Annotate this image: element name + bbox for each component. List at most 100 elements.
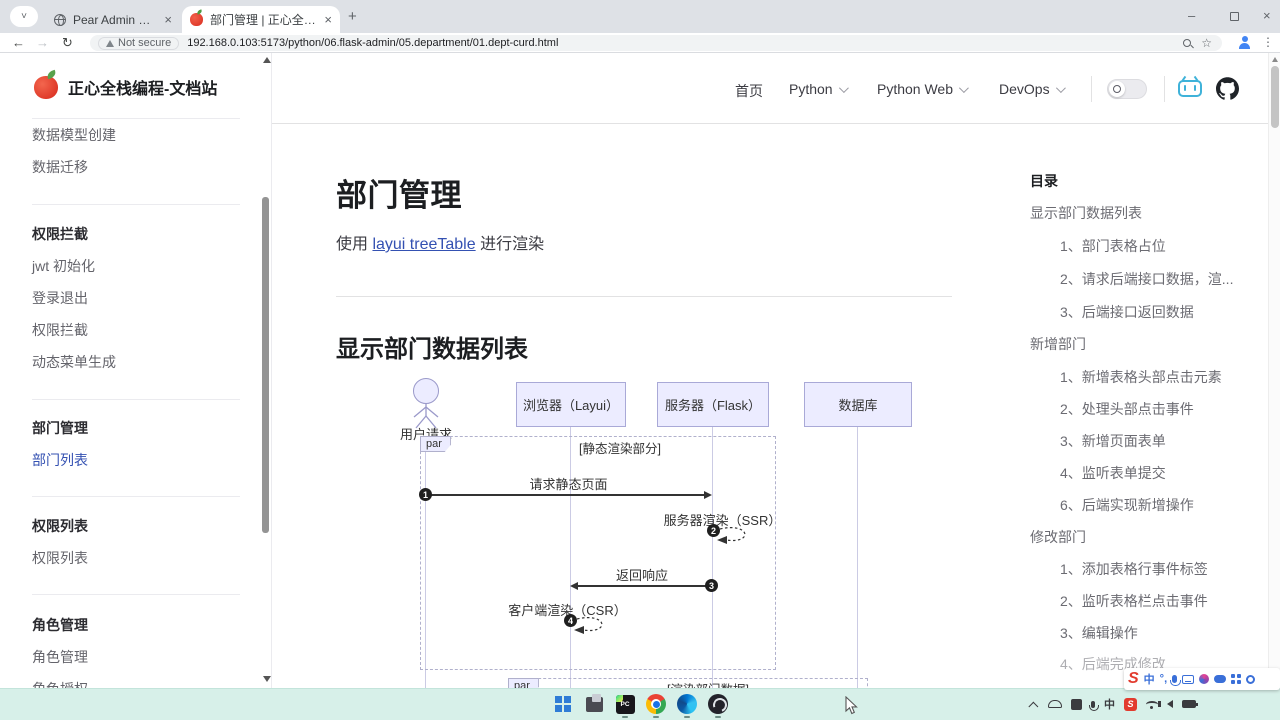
github-icon[interactable] xyxy=(1216,77,1239,100)
tray-mic-icon[interactable] xyxy=(1088,700,1099,711)
scroll-up-icon[interactable] xyxy=(1272,57,1278,62)
chevron-down-icon: ˅ xyxy=(21,11,27,22)
toc-item[interactable]: 2、请求后端接口数据，渲... xyxy=(1060,271,1234,287)
tab-close-icon[interactable]: × xyxy=(324,12,332,27)
tab-search-button[interactable]: ˅ xyxy=(10,6,38,27)
chevron-down-icon xyxy=(958,82,969,93)
par-condition: [静态渲染部分] xyxy=(579,442,661,456)
toc-item[interactable]: 修改部门 xyxy=(1030,529,1086,545)
sidebar-item-login-logout[interactable]: 登录退出 xyxy=(32,290,88,306)
message-line xyxy=(427,494,706,496)
not-secure-chip[interactable]: Not secure xyxy=(98,36,180,50)
forward-button[interactable]: → xyxy=(36,35,49,50)
toc-item[interactable]: 新增部门 xyxy=(1030,336,1086,352)
battery-icon[interactable] xyxy=(1182,700,1198,708)
browser-menu-icon[interactable]: ⋮ xyxy=(1262,35,1274,49)
tray-chevron-up-icon[interactable] xyxy=(1028,701,1039,712)
nav-home[interactable]: 首页 xyxy=(735,81,763,101)
url-text[interactable]: 192.168.0.103:5173/python/06.flask-admin… xyxy=(187,37,559,49)
ime-toolbar[interactable]: S 中 °, xyxy=(1124,668,1280,690)
tray-sogou-icon[interactable]: S xyxy=(1124,697,1137,711)
sidebar-scroll-up-icon[interactable] xyxy=(263,57,271,63)
sogou-logo-icon[interactable]: S xyxy=(1128,670,1139,687)
back-button[interactable]: ← xyxy=(12,35,25,50)
sidebar-item-migration[interactable]: 数据迁移 xyxy=(32,159,88,175)
ime-punctuation[interactable]: °, xyxy=(1159,673,1168,685)
gear-icon[interactable] xyxy=(1246,674,1256,684)
window-maximize-button[interactable] xyxy=(1230,12,1239,21)
window-close-button[interactable]: × xyxy=(1263,8,1271,23)
bilibili-icon[interactable] xyxy=(1178,75,1202,97)
sidebar-item-auth-intercept[interactable]: 权限拦截 xyxy=(32,322,88,338)
tab-dept-doc[interactable]: 部门管理 | 正心全栈编程-文档… × xyxy=(182,6,340,33)
site-logo-row[interactable]: 正心全栈编程-文档站 xyxy=(34,75,217,99)
file-explorer-button[interactable] xyxy=(583,693,605,715)
sidebar-scrollbar[interactable] xyxy=(262,197,269,533)
zoom-indicator-icon[interactable] xyxy=(1183,39,1192,47)
intro-paragraph: 使用 layui treeTable 进行渲染 xyxy=(336,230,544,254)
sidebar-item-role-mgmt[interactable]: 角色管理 xyxy=(32,649,88,665)
message-line xyxy=(574,585,712,587)
gamepad-icon[interactable] xyxy=(1214,675,1227,683)
volume-icon[interactable] xyxy=(1158,700,1173,708)
wifi-icon[interactable] xyxy=(1146,700,1158,709)
message-label: 客户端渲染（CSR） xyxy=(508,603,627,618)
keyboard-icon[interactable] xyxy=(1182,674,1195,684)
sidebar-item-perm-list[interactable]: 权限列表 xyxy=(32,550,88,566)
skin-palette-icon[interactable] xyxy=(1199,674,1210,684)
mic-icon[interactable] xyxy=(1170,675,1182,686)
address-bar[interactable]: Not secure 192.168.0.103:5173/python/06.… xyxy=(90,35,1222,51)
start-button[interactable] xyxy=(552,693,574,715)
self-loop-arrow xyxy=(717,527,746,544)
window-minimize-button[interactable]: – xyxy=(1188,8,1196,23)
bookmark-star-icon[interactable]: ☆ xyxy=(1201,36,1212,50)
theme-toggle[interactable] xyxy=(1107,79,1147,99)
divider xyxy=(32,118,240,119)
toc-item[interactable]: 显示部门数据列表 xyxy=(1030,205,1142,221)
toc-item[interactable]: 3、编辑操作 xyxy=(1060,625,1138,641)
nav-python[interactable]: Python xyxy=(789,81,849,97)
toc-item[interactable]: 1、新增表格头部点击元素 xyxy=(1060,369,1222,385)
sidebar-item-dynamic-menu[interactable]: 动态菜单生成 xyxy=(32,354,116,370)
sidebar-item-role-grant[interactable]: 角色授权 xyxy=(32,679,88,688)
page-title: 部门管理 xyxy=(336,178,462,213)
tab-close-icon[interactable]: × xyxy=(164,12,172,27)
scrollbar-thumb[interactable] xyxy=(1271,66,1279,128)
profile-avatar[interactable] xyxy=(1237,35,1252,50)
nav-python-web[interactable]: Python Web xyxy=(877,81,969,97)
sidebar-item-model-create[interactable]: 数据模型创建 xyxy=(32,127,116,143)
ime-mode-chinese[interactable]: 中 xyxy=(1143,674,1155,686)
edge-button[interactable] xyxy=(676,693,698,718)
sidebar-item-jwt-init[interactable]: jwt 初始化 xyxy=(32,258,95,274)
obs-button[interactable] xyxy=(707,693,729,718)
onedrive-cloud-icon[interactable] xyxy=(1048,700,1062,708)
apps-grid-icon[interactable] xyxy=(1231,674,1242,684)
edge-icon xyxy=(677,694,697,714)
chrome-button[interactable] xyxy=(645,693,667,718)
reload-button[interactable]: ↻ xyxy=(62,35,73,50)
toc-item[interactable]: 3、后端接口返回数据 xyxy=(1060,304,1194,320)
toc-item[interactable]: 6、后端实现新增操作 xyxy=(1060,497,1194,513)
tab-pear-admin[interactable]: Pear Admin Flask × xyxy=(46,6,180,33)
tray-ime-mode[interactable]: 中 xyxy=(1104,699,1115,711)
toc-item[interactable]: 1、添加表格行事件标签 xyxy=(1060,561,1208,577)
toc-item[interactable]: 2、监听表格栏点击事件 xyxy=(1060,593,1208,609)
actor-icon xyxy=(413,378,439,404)
page-scrollbar[interactable] xyxy=(1268,53,1280,688)
divider xyxy=(1091,76,1092,102)
new-tab-button[interactable]: + xyxy=(348,8,357,25)
sidebar-header-auth-intercept: 权限拦截 xyxy=(32,226,88,242)
sidebar-item-dept-list[interactable]: 部门列表 xyxy=(32,452,88,468)
file-explorer-icon xyxy=(585,693,603,712)
sidebar-scroll-down-icon[interactable] xyxy=(263,676,271,682)
toc-item[interactable]: 3、新增页面表单 xyxy=(1060,433,1166,449)
tray-app-icon[interactable] xyxy=(1071,698,1082,710)
toc-item[interactable]: 1、部门表格占位 xyxy=(1060,238,1166,254)
toc-item[interactable]: 2、处理头部点击事件 xyxy=(1060,401,1194,417)
layui-treetable-link[interactable]: layui treeTable xyxy=(372,236,476,253)
intro-suffix: 进行渲染 xyxy=(475,236,545,253)
toc-item[interactable]: 4、监听表单提交 xyxy=(1060,465,1166,481)
web-page: 正心全栈编程-文档站 数据模型创建 数据迁移 权限拦截 jwt 初始化 登录退出… xyxy=(0,53,1280,688)
pycharm-button[interactable]: PC xyxy=(614,693,636,718)
nav-devops[interactable]: DevOps xyxy=(999,81,1066,97)
